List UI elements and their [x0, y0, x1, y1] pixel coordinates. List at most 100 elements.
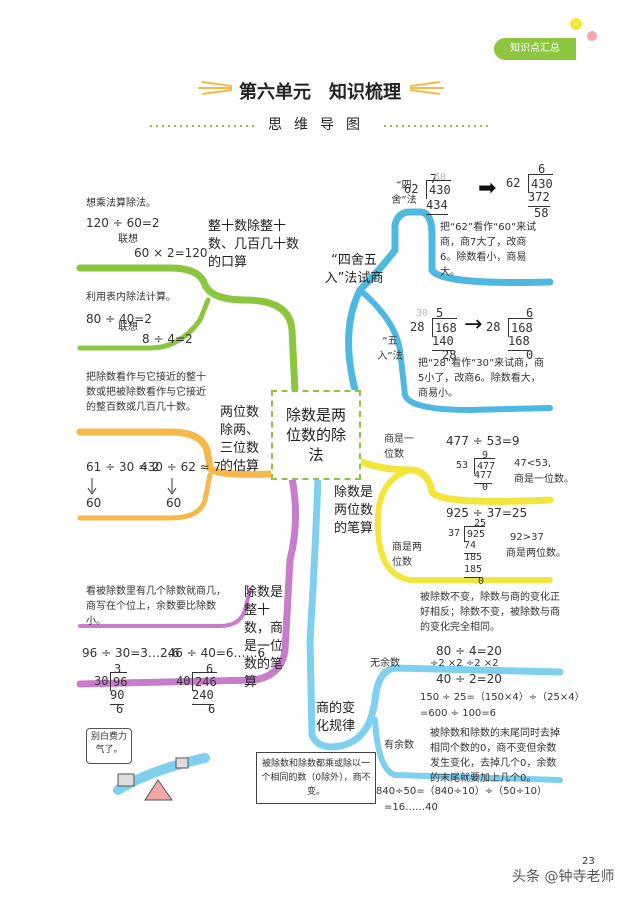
page-subtitle: 思维导图	[268, 117, 372, 133]
quotient-rule-box: 被除数和除数都乘或除以一个相同的数（0除外），商不变。	[256, 752, 376, 804]
oral-branch-label: 整十数除整十数、几百几十数的口算	[208, 219, 300, 270]
estimate-arrow1	[87, 478, 97, 495]
oral-lianxiang2: 联想	[118, 322, 138, 333]
no-remainder-label: 无余数	[370, 658, 400, 669]
branch-quotient-line	[306, 474, 564, 751]
remainder-note: 被除数和除数的末尾同时去掉相同个数的0，商不变但余数发生变化，去掉几个0，余数的…	[430, 728, 560, 784]
branch-oral-line	[76, 264, 299, 396]
si-div2-rem: 58	[534, 206, 549, 220]
si-note: 把“62”看作“60”来试商，商7大了，改商6。除数看小，商易大。	[440, 222, 537, 278]
whole-ten-div2-rem: 6	[208, 702, 216, 716]
watermark: 头条 @钟寺老师	[512, 869, 615, 885]
nr-eq4: 150 ÷ 25=（150×4）÷（25×4）	[420, 692, 585, 703]
whole-ten-eq1: 96 ÷ 30=3……6	[82, 646, 180, 660]
rem-eq2: =16……40	[384, 802, 438, 813]
center-topic-label: 除数是两位数的除法	[285, 406, 346, 464]
whole-ten-div2-dividend: 246	[192, 672, 217, 691]
two-digit-div1-prod: 477	[474, 468, 493, 484]
two-digit-div1-divisor: 53	[456, 460, 469, 471]
quotient-branch-label: 商的变化规律	[316, 701, 356, 734]
rem-eq1: 840÷50=（840÷10）÷（50÷10）	[376, 786, 547, 797]
wu-div1-divisor: 28	[410, 320, 425, 334]
center-topic: 除数是两位数的除法	[271, 390, 361, 480]
whole-ten-note: 看被除数里有几个除数就商几，商写在个位上，余数要比除数小。	[86, 586, 226, 627]
quotient-intro: 被除数不变，除数与商的变化正好相反；除数不变，被除数与商的变化完全相同。	[420, 592, 560, 633]
one-digit-label: 商是一位数	[384, 434, 414, 460]
wu-div2-prod: 168	[508, 332, 530, 351]
si-div2-dividend: 430	[528, 174, 553, 193]
branch-two-digit-line2	[374, 467, 553, 583]
oral-note2: 利用表内除法计算。	[86, 292, 176, 303]
remainder-label: 有余数	[384, 740, 414, 751]
two-digit-div1-dividend: 477	[474, 458, 496, 474]
two-digit-eq2: 925 ÷ 37=25	[446, 506, 528, 520]
oral-lianxiang1: 联想	[118, 234, 138, 245]
estimate-eq1: 61 ÷ 30 ≈ 2	[86, 460, 160, 474]
arrow-right-icon-2: →	[464, 312, 483, 337]
two-digit-div2-dividend: 925	[464, 526, 486, 542]
section-tag: 知识点汇总	[494, 38, 576, 60]
page-title: 第六单元 知识梳理	[239, 82, 401, 103]
weight-left	[117, 773, 135, 787]
wu-div2-dividend: 168	[508, 318, 533, 337]
si-div1-hint: 60	[434, 172, 447, 183]
oral-eq2: 80 ÷ 40=2	[86, 312, 152, 326]
branch-trial-line2	[357, 287, 553, 414]
branch-two-digit-line	[353, 456, 554, 505]
whole-ten-div1-divisor: 30	[94, 674, 109, 688]
two-digit-div2-divisor: 37	[448, 528, 461, 539]
si-div1-dividend: 430	[426, 180, 451, 199]
whole-ten-div2-q: 6	[206, 662, 214, 676]
estimate-eq1-value: 60	[86, 496, 102, 510]
oral-eq1b: 60 × 2=120	[134, 246, 208, 260]
two-digit-note1: 92>37	[510, 532, 544, 543]
wu-div2-rem: 0	[526, 348, 534, 362]
nr-eq2: ÷2 ×2 ÷2 ×2	[430, 658, 499, 669]
flower-decoration	[570, 18, 582, 30]
trial-branch-label: “四舍五入”法试商	[324, 253, 384, 286]
wu-note: 把“28”看作“30”来试商，商5小了，改商6。除数看大，商易小。	[418, 358, 545, 399]
nr-eq3: 40 ÷ 2=20	[436, 672, 502, 686]
whole-ten-branch-label: 除数是整十数，商是一位数的笔算	[244, 585, 284, 690]
estimate-eq2: 430 ÷ 62 ≈ 7	[140, 460, 222, 474]
page-number: 23	[582, 856, 595, 867]
estimate-note: 把除数看作与它接近的整十数或把被除数看作与它接近的整百数或几百几十数。	[86, 372, 206, 413]
weight-right	[175, 757, 189, 769]
oral-note1: 想乘法算除法。	[86, 198, 156, 209]
branch-whole-ten-line	[76, 474, 300, 688]
si-label: “四舍”法	[391, 180, 417, 206]
two-digit-div2-p2: 185	[464, 562, 483, 578]
whole-ten-eq2: 246 ÷ 40=6……6	[160, 646, 266, 660]
two-digit-note2: 商是两位数。	[506, 548, 566, 559]
speech-bubble: 别白费力气了。	[86, 728, 132, 764]
two-digit-div1-q: 9	[482, 450, 489, 461]
whole-ten-div1-q: 3	[114, 662, 122, 676]
two-digit-div2-mid: 185	[464, 552, 483, 563]
si-div2-prod: 372	[528, 188, 550, 207]
branch-quotient-line2	[372, 717, 563, 783]
si-div1-divisor: 62	[404, 182, 419, 196]
whole-ten-div2-prod: 240	[192, 686, 214, 705]
branch-estimate-line	[76, 428, 276, 478]
nr-eq5: =600 ÷ 100=6	[420, 708, 497, 719]
wu-div1-rem: 28	[442, 348, 457, 362]
whole-ten-div1-rem: 6	[116, 702, 124, 716]
whole-ten-div2-divisor: 40	[176, 674, 191, 688]
wu-div1-q: 5	[436, 306, 444, 320]
oral-eq1: 120 ÷ 60=2	[86, 216, 160, 230]
two-digit-div2-p1: 74	[464, 538, 477, 554]
title-rays-left	[198, 81, 233, 95]
estimate-eq2-value: 60	[166, 496, 182, 510]
branch-whole-ten-line2	[78, 588, 252, 628]
wu-label: “五入”法	[377, 336, 403, 362]
whole-ten-div1-prod: 90	[110, 686, 125, 705]
branch-trial-line	[345, 208, 554, 394]
wu-div2-q: 6	[526, 306, 534, 320]
two-digit-div2-rem: 0	[478, 576, 485, 587]
nr-eq1: 80 ÷ 4=20	[436, 644, 502, 658]
one-digit-note2: 商是一位数。	[514, 474, 574, 485]
one-digit-note1: 47<53,	[514, 458, 552, 469]
wu-div2-divisor: 28	[486, 320, 501, 334]
branch-estimate-line2	[77, 472, 213, 521]
